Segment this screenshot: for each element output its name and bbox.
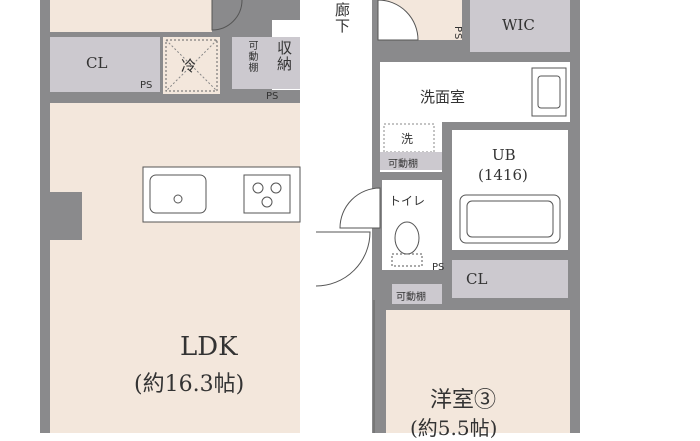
burner-a [252, 182, 264, 194]
ps2-label: PS [266, 91, 279, 102]
kadodana-2-area [380, 152, 442, 170]
toilet-tank [391, 253, 423, 267]
corridor-floor [300, 0, 372, 433]
bath-name: UB [492, 146, 516, 164]
ldk-size: (約16.3帖) [134, 372, 245, 397]
ps4-label: PS [432, 262, 445, 273]
washer-label: 洗 [401, 132, 414, 146]
kitchen-sink [149, 174, 207, 214]
wic-area [470, 0, 570, 52]
kadodana-3-label: 可動棚 [396, 292, 426, 303]
stove [243, 174, 291, 214]
cl-right-label: CL [466, 270, 488, 288]
top-room-floor [50, 0, 212, 32]
door-swing-top-right [377, 0, 419, 41]
wic-label: WIC [502, 16, 535, 34]
bath-floor [452, 130, 568, 250]
toilet-name: トイレ [389, 194, 426, 208]
western3-floor [386, 310, 570, 433]
burner-b [270, 182, 282, 194]
kadodana-1-label: 可動棚 [246, 40, 257, 73]
wash-room-floor [380, 62, 570, 122]
bath-size: (1416) [478, 166, 528, 184]
door-swing-upper [211, 0, 243, 31]
bathtub-inner [466, 200, 554, 238]
western3-size: (約5.5帖) [410, 416, 498, 440]
cl-left-label: CL [86, 54, 108, 72]
door-swing-toilet [339, 187, 381, 229]
wash-basin-bowl [537, 75, 561, 109]
sink-drain [173, 194, 183, 204]
shuno-area [268, 37, 300, 89]
corridor-name: 廊下 [333, 2, 351, 34]
ps3-label: PS [452, 26, 463, 41]
western3-name: 洋室③ [430, 388, 497, 413]
washer-space [383, 123, 435, 153]
toilet-floor [382, 180, 442, 270]
wash-room-name: 洗面室 [420, 88, 466, 106]
cl-right-area [452, 260, 568, 298]
fridge-cross-b [165, 39, 218, 92]
toilet-bowl [394, 221, 420, 255]
ldk-wall-bump [50, 192, 82, 240]
kadodana-2-label: 可動棚 [388, 159, 418, 170]
kadodana-1-area [232, 37, 268, 89]
door-swing-ldk [315, 231, 371, 287]
burner-c [261, 196, 273, 208]
shuno-label: 収納 [275, 40, 293, 72]
cl-left-area [50, 37, 160, 92]
wash-basin [531, 67, 567, 117]
kadodana-3-area [392, 284, 442, 304]
ldk-name: LDK [180, 332, 238, 362]
bathtub [459, 194, 561, 244]
ps1-label: PS [140, 80, 153, 91]
fridge-outline [165, 39, 218, 92]
fridge-label: 冷 [181, 57, 197, 75]
